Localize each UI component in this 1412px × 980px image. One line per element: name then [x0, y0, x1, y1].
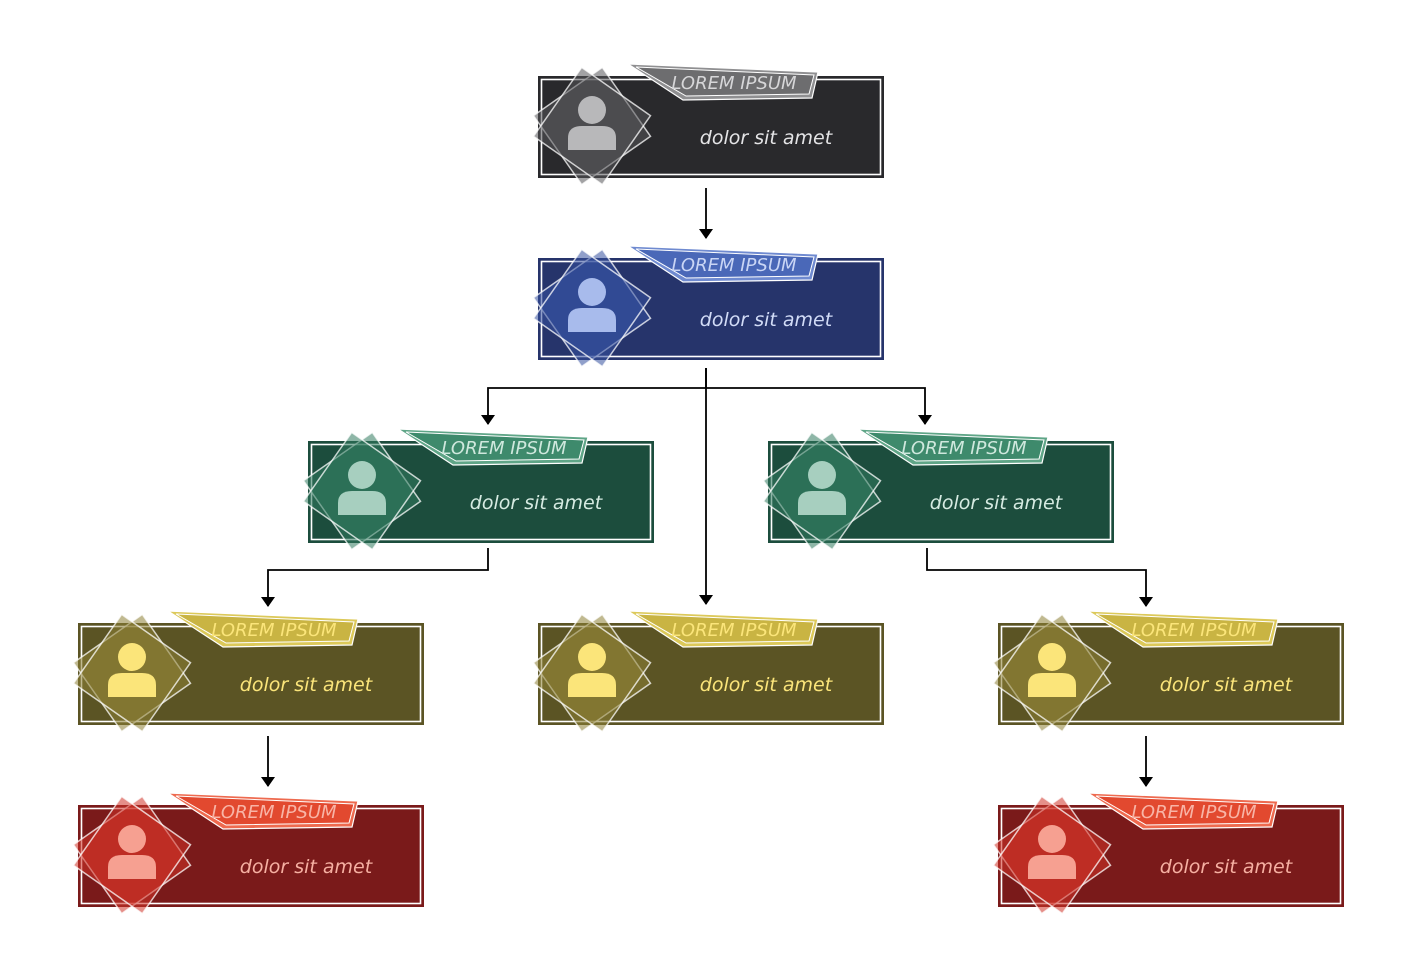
node-subtitle: dolor sit amet [1160, 856, 1294, 878]
node-subtitle: dolor sit amet [240, 674, 374, 696]
node-subtitle: dolor sit amet [1160, 674, 1294, 696]
node-staff-left: LOREM IPSUM dolor sit amet [72, 610, 424, 733]
person-icon [798, 461, 846, 515]
node-subtitle: dolor sit amet [930, 492, 1064, 514]
node-title: LOREM IPSUM [671, 255, 797, 276]
connector-lead-right-to-staff-right [926, 548, 1153, 607]
node-lead-left: LOREM IPSUM dolor sit amet [302, 428, 654, 551]
connectors [261, 188, 1153, 787]
title-badge [635, 613, 815, 644]
node-staff-right: LOREM IPSUM dolor sit amet [992, 610, 1344, 733]
title-badge [1095, 795, 1275, 826]
node-subtitle: dolor sit amet [700, 127, 834, 149]
node-lead-right: LOREM IPSUM dolor sit amet [762, 428, 1114, 551]
node-subtitle: dolor sit amet [700, 674, 834, 696]
title-badge [635, 66, 815, 97]
person-icon [1028, 643, 1076, 697]
node-manager: LOREM IPSUM dolor sit amet [532, 245, 884, 368]
node-subtitle: dolor sit amet [240, 856, 374, 878]
title-badge [175, 613, 355, 644]
title-badge [865, 431, 1045, 462]
node-title: LOREM IPSUM [901, 438, 1027, 459]
connector-lead-left-to-staff-left [261, 548, 489, 607]
node-junior-left: LOREM IPSUM dolor sit amet [72, 792, 424, 915]
person-icon [108, 643, 156, 697]
title-badge [405, 431, 585, 462]
node-title: LOREM IPSUM [211, 802, 337, 823]
connector-manager-to-lead-left [481, 368, 707, 425]
node-staff-center: LOREM IPSUM dolor sit amet [532, 610, 884, 733]
person-icon [108, 825, 156, 879]
person-icon [1028, 825, 1076, 879]
node-title: LOREM IPSUM [211, 620, 337, 641]
title-badge [1095, 613, 1275, 644]
node-title: LOREM IPSUM [441, 438, 567, 459]
person-icon [568, 643, 616, 697]
title-badge [175, 795, 355, 826]
person-icon [568, 278, 616, 332]
node-root: LOREM IPSUM dolor sit amet [532, 63, 884, 186]
node-title: LOREM IPSUM [671, 73, 797, 94]
connector-manager-to-lead-right [706, 387, 932, 425]
node-subtitle: dolor sit amet [700, 309, 834, 331]
node-title: LOREM IPSUM [1131, 802, 1257, 823]
node-title: LOREM IPSUM [671, 620, 797, 641]
node-subtitle: dolor sit amet [470, 492, 604, 514]
person-icon [338, 461, 386, 515]
title-badge [635, 248, 815, 279]
node-title: LOREM IPSUM [1131, 620, 1257, 641]
person-icon [568, 96, 616, 150]
node-junior-right: LOREM IPSUM dolor sit amet [992, 792, 1344, 915]
